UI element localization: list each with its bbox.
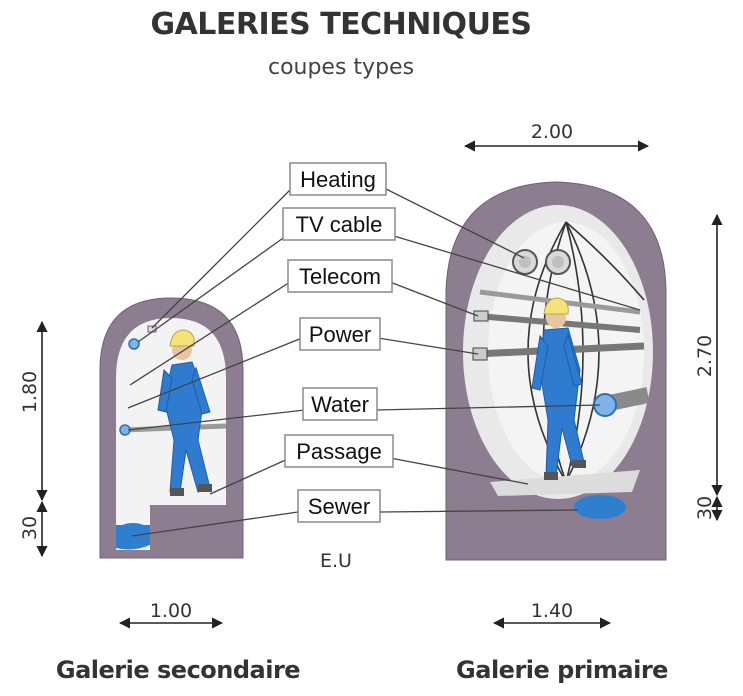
primary-passage-floor [490,470,640,496]
svg-text:Heating: Heating [300,167,376,192]
secondary-gallery [99,297,244,559]
worker-primary [531,297,586,480]
secondary-telecom-conduit [128,338,140,350]
dim-secondary-height: 1.80 [19,371,41,413]
svg-text:Sewer: Sewer [308,494,370,519]
label-water: Water [302,387,378,421]
dim-primary-base: 30 [694,496,716,520]
worker-secondary [157,329,212,496]
eu-label: E.U [320,550,352,572]
secondary-sewer-water [116,523,150,541]
primary-gallery [445,181,667,561]
label-heating: Heating [289,162,387,196]
leader-lines [127,187,641,537]
svg-text:Telecom: Telecom [299,264,381,289]
dim-primary-width: 1.40 [531,600,573,622]
caption-primary: Galerie primaire [456,656,668,684]
label-tv-cable: TV cable [282,207,396,241]
secondary-heating-bracket [147,325,157,333]
dim-primary-top-width: 2.00 [531,121,573,143]
page-title: GALERIES TECHNIQUES [150,7,531,42]
svg-text:TV cable: TV cable [296,212,383,237]
primary-telecom-bracket [473,310,489,322]
helmet-icon [543,297,569,315]
label-passage: Passage [284,434,394,468]
svg-text:Water: Water [311,392,369,417]
svg-text:Passage: Passage [296,439,382,464]
label-power: Power [299,317,381,351]
svg-text:Power: Power [309,322,371,347]
primary-sewer-water [574,495,626,519]
helmet-icon [169,329,195,347]
dim-secondary-base: 30 [19,516,41,540]
page-subtitle: coupes types [268,55,414,80]
label-telecom: Telecom [287,259,393,293]
dim-primary-height: 2.70 [694,335,716,377]
label-sewer: Sewer [297,489,381,523]
primary-power-bracket [472,347,488,361]
dim-secondary-width: 1.00 [150,600,192,622]
caption-secondary: Galerie secondaire [56,656,300,684]
